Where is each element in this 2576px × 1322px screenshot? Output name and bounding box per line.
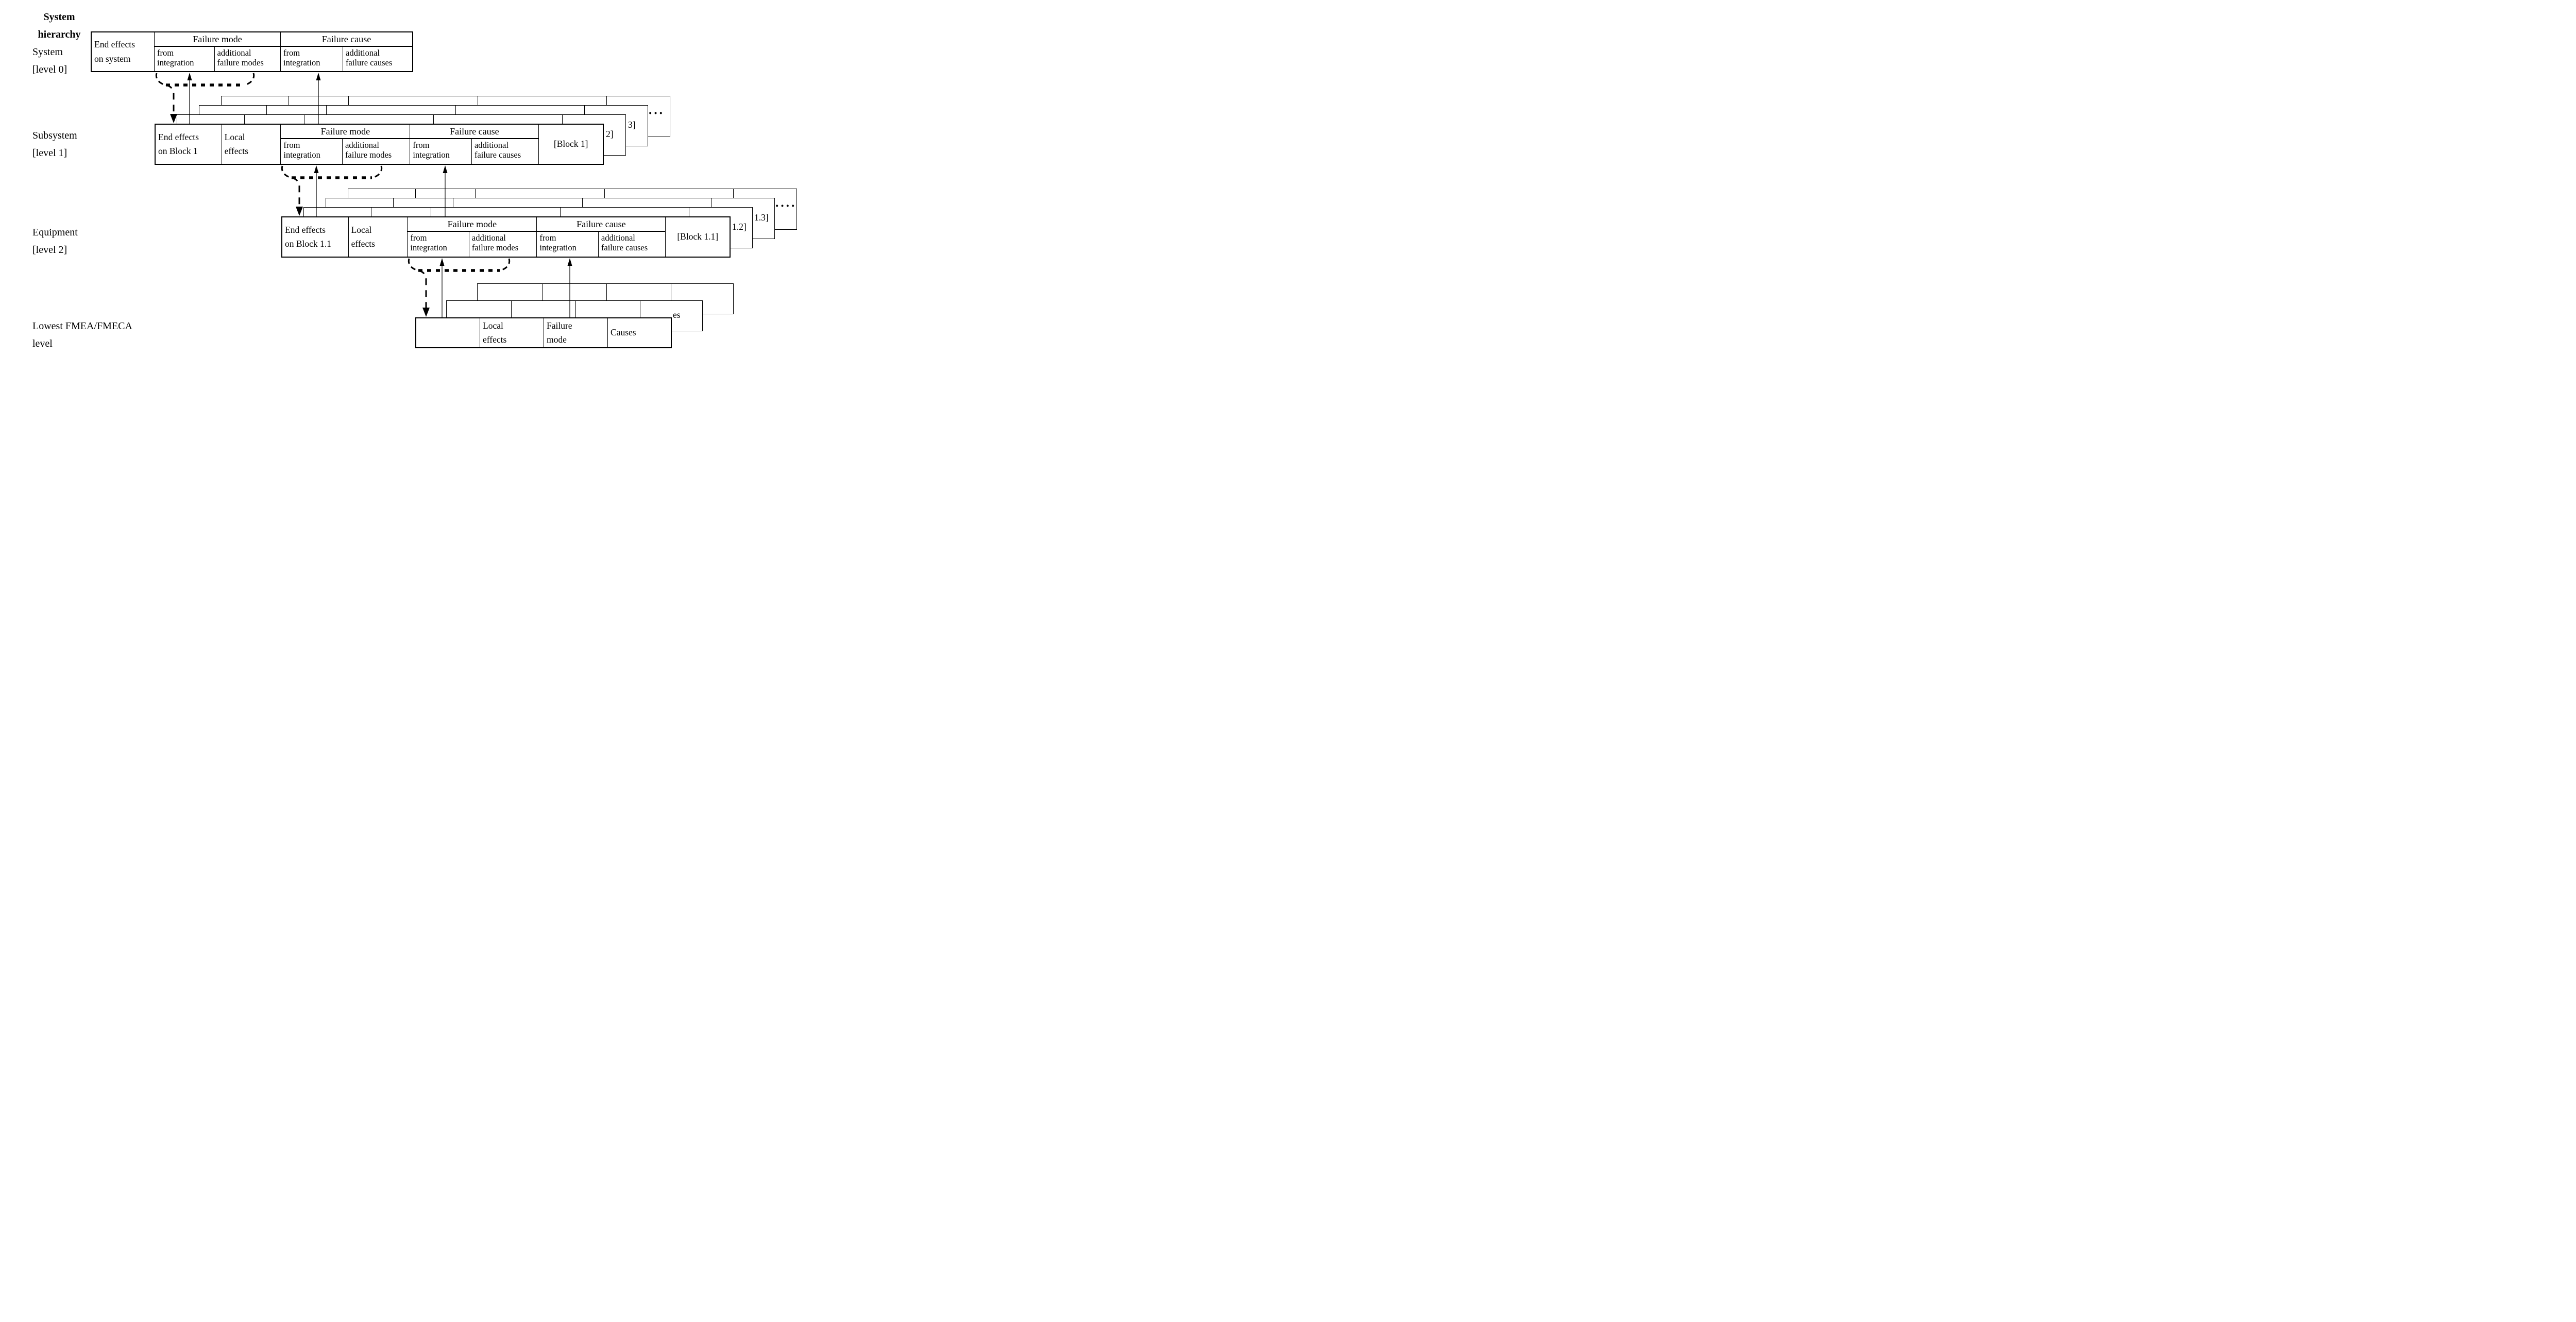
cell-fm-from-integration: from integration (281, 139, 343, 164)
up-arrowhead-icon (439, 258, 445, 266)
block2-fragment: 2] (606, 129, 614, 139)
up-arrowhead-icon (443, 165, 448, 173)
cell-empty (416, 318, 480, 347)
fmea-hierarchy-diagram: System hierarchy System [level 0] Subsys… (0, 0, 808, 377)
failure-cause-header: Failure cause (410, 125, 539, 139)
brace-left-hook (408, 258, 419, 272)
cell-fm-additional: additional failure modes (345, 140, 392, 160)
group-failure-cause: Failure cause from integration additiona… (537, 217, 666, 257)
up-arrowhead-icon (567, 258, 572, 266)
card-divider (606, 284, 607, 314)
dashed-drop-line (165, 84, 175, 114)
label-level2: Equipment [level 2] (32, 227, 78, 256)
cell-fc-additional: additional failure causes (346, 48, 393, 67)
failure-mode-subrow: from integration additional failure mode… (155, 47, 280, 71)
label-level0: System [level 0] (32, 46, 67, 76)
cell-fc-from-integration: from integration (410, 139, 472, 164)
hierarchy-title: System hierarchy (38, 11, 81, 41)
label-level1: Subsystem [level 1] (32, 130, 77, 159)
cell-block1: [Block 1] (553, 139, 588, 149)
dashed-arrowhead-down-icon (296, 207, 303, 216)
cell-end-effects-block1: End effects on Block 1 (156, 125, 222, 164)
group-failure-mode: Failure mode from integration additional… (408, 217, 537, 257)
system-table: End effects on system Failure mode from … (91, 31, 413, 72)
failure-mode-header: Failure mode (155, 32, 280, 47)
up-arrowhead-icon (316, 73, 321, 80)
cell-fc-from-integration: from integration (537, 232, 599, 257)
cell-local-effects: Local effects (349, 217, 408, 257)
cell-end-effects-system: End effects on system (92, 32, 155, 71)
up-arrowhead-icon (187, 73, 192, 80)
card-divider (511, 301, 512, 331)
cell-causes: Causes (611, 327, 636, 338)
cell-local-effects: Local effects (222, 125, 281, 164)
label-lowest: Lowest FMEA/FMECA level (32, 320, 132, 350)
cell-fc-from-integration: from integration (281, 47, 343, 71)
cell-fm-additional: additional failure modes (471, 233, 519, 252)
group-failure-cause: Failure cause from integration additiona… (281, 32, 412, 71)
failure-mode-header: Failure mode (281, 125, 410, 139)
failure-cause-subrow: from integration additional failure caus… (281, 47, 412, 71)
cell-fc-additional: additional failure causes (601, 233, 648, 252)
cell-local-effects: Local effects (480, 318, 544, 347)
brace-left-hook (281, 165, 292, 179)
failure-cause-subrow: from integration additional failure caus… (410, 139, 538, 164)
card-divider (575, 301, 576, 331)
brace-left-hook (155, 73, 166, 86)
cell-fm-from-integration: from integration (408, 232, 469, 257)
failure-mode-header: Failure mode (408, 217, 537, 232)
up-arrowhead-icon (314, 165, 319, 173)
dashed-drop-line (291, 177, 300, 207)
dashed-arrowhead-down-icon (422, 308, 430, 317)
dashed-drop-line (418, 269, 427, 308)
cell-fm-from-integration: from integration (155, 47, 215, 71)
cell-fm-additional: additional failure modes (217, 48, 264, 67)
cell-block11: [Block 1.1] (677, 231, 719, 242)
equipment-table: End effects on Block 1.1 Local effects F… (281, 216, 731, 258)
brace-right-hook (371, 165, 383, 179)
brace-right-hook (244, 73, 255, 86)
failure-mode-subrow: from integration additional failure mode… (408, 232, 536, 257)
block3-fragment: 3] (628, 120, 636, 130)
cell-end-effects-block11: End effects on Block 1.1 (282, 217, 349, 257)
group-failure-mode: Failure mode from integration additional… (281, 125, 411, 164)
brace-right-hook (499, 258, 511, 272)
failure-cause-subrow: from integration additional failure caus… (537, 232, 665, 257)
causes-fragment: es (673, 310, 681, 320)
failure-cause-header: Failure cause (537, 217, 666, 232)
failure-mode-subrow: from integration additional failure mode… (281, 139, 410, 164)
block12-fragment: 1.2] (732, 222, 747, 232)
group-failure-cause: Failure cause from integration additiona… (410, 125, 539, 164)
block13-fragment: 1.3] (754, 212, 769, 223)
group-failure-mode: Failure mode from integration additional… (155, 32, 281, 71)
more-blocks-ellipsis-2: ···· (775, 199, 796, 213)
dashed-arrowhead-down-icon (170, 114, 177, 123)
lowest-table: Local effects Failure mode Causes (415, 317, 672, 348)
subsystem-table: End effects on Block 1 Local effects Fai… (155, 124, 604, 165)
failure-cause-header: Failure cause (281, 32, 412, 47)
card-divider (542, 284, 543, 314)
more-blocks-ellipsis: ··· (648, 107, 665, 121)
cell-failure-mode: Failure mode (544, 318, 608, 347)
cell-fc-additional: additional failure causes (474, 140, 521, 160)
